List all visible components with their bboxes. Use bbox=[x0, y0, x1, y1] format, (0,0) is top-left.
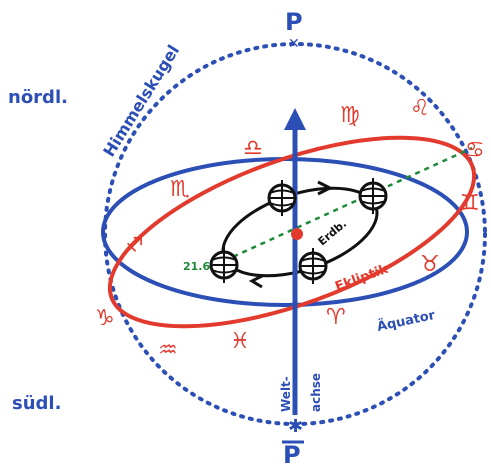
north-pole-cross: ✕ bbox=[288, 36, 300, 52]
north-hemisphere-label: nördl. bbox=[8, 87, 68, 108]
zodiac-sign-aries: ♈ bbox=[326, 305, 346, 330]
celestial-equator bbox=[103, 159, 467, 305]
equator-label: Äquator bbox=[376, 307, 438, 335]
zodiac-sign-pisces: ♓ bbox=[230, 329, 250, 354]
world-axis-arrowhead bbox=[284, 108, 306, 130]
south-pole-label: P bbox=[283, 441, 301, 468]
zodiac-sign-sagittarius: ♐ bbox=[124, 234, 144, 259]
ecliptic-label: Ekliptik bbox=[333, 262, 390, 295]
zodiac-sign-virgo: ♍ bbox=[340, 103, 360, 128]
earth-icon bbox=[269, 180, 295, 216]
solstice-line bbox=[215, 148, 472, 265]
north-pole-label: P bbox=[285, 8, 303, 36]
zodiac-sign-taurus: ♉ bbox=[420, 252, 440, 277]
zodiac-sign-capricorn: ♑ bbox=[95, 306, 115, 331]
world-axis-label-1: Welt- bbox=[279, 376, 293, 412]
date-marker-label: 21.6 bbox=[183, 260, 210, 273]
celestial-sphere-label: Himmelskugel bbox=[99, 42, 183, 161]
zodiac-sign-gemini: ♊ bbox=[460, 191, 480, 216]
earth-icon bbox=[360, 178, 386, 214]
earth-icon bbox=[300, 248, 326, 284]
south-pole-cross: ✱ bbox=[288, 416, 303, 437]
zodiac-sign-aquarius: ♒ bbox=[158, 338, 178, 363]
zodiac-sign-cancer: ♋ bbox=[465, 138, 485, 163]
orbit-arrow-bottom bbox=[252, 276, 262, 287]
zodiac-sign-leo: ♌ bbox=[410, 96, 430, 121]
zodiac-sign-libra: ♎ bbox=[243, 136, 263, 161]
earth-icon bbox=[211, 247, 237, 283]
zodiac-sign-scorpio: ♏ bbox=[170, 177, 190, 202]
world-axis-label-2: achse bbox=[309, 373, 323, 412]
earth-orbit-label: Erdb. bbox=[316, 217, 350, 248]
south-hemisphere-label: südl. bbox=[12, 393, 61, 414]
sun-icon bbox=[291, 228, 303, 240]
